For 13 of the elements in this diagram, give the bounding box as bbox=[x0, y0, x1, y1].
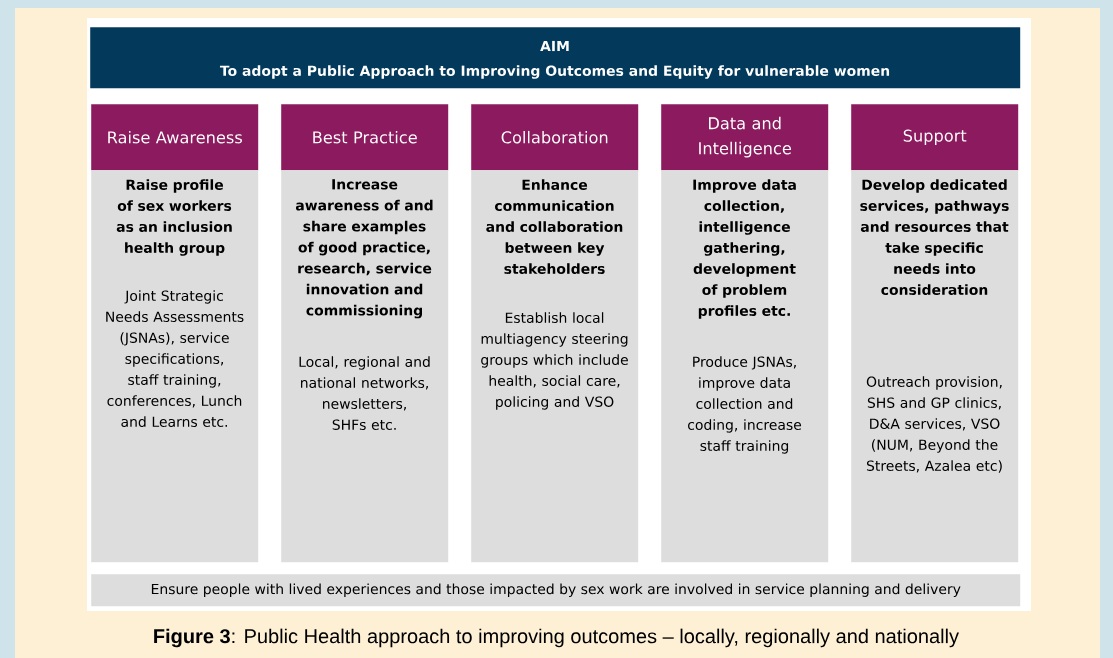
aim-banner: AIM To adopt a Public Approach to Improving Outcomes and Equity for vulnerable women bbox=[90, 27, 1021, 89]
column-body: Raise profile of sex workers as an inclusion health group Joint Strategic Needs Assessments (JSNAs), service specifications, staff training, conferences, Lunch and Learns etc. bbox=[91, 170, 259, 563]
column-body: Develop dedicated services, pathways and resources that take specific needs into consideration Outreach provision, SHS and GP clinics, D&A services, VSO (NUM, Beyond the Streets, Azalea etc) bbox=[851, 170, 1019, 563]
column-header: Support bbox=[851, 104, 1019, 171]
column-body: Increase awareness of and share examples of good practice, research, service innovation and commissioning Local, regional and national networks, newsletters, SHFs etc. bbox=[281, 170, 449, 563]
column-body: Improve data collection, intelligence gathering, development of problem profiles etc. Produce JSNAs, improve data collection and coding, increase staff training bbox=[661, 170, 829, 563]
footer-bar: Ensure people with lived experiences and those impacted by sex work are involved in service planning and delivery bbox=[91, 574, 1021, 607]
column-header: Data and Intelligence bbox=[661, 104, 829, 171]
column-header: Raise Awareness bbox=[91, 104, 259, 171]
caption: Figure 3: Public Health approach to improving outcomes – locally, regionally and nationally bbox=[154, 628, 959, 648]
column-header: Best Practice bbox=[281, 104, 449, 171]
column-body: Enhance communication and collaboration between key stakeholders Establish local multiagency steering groups which include health, social care, policing and VSO bbox=[471, 170, 639, 563]
column-header: Collaboration bbox=[471, 104, 639, 171]
